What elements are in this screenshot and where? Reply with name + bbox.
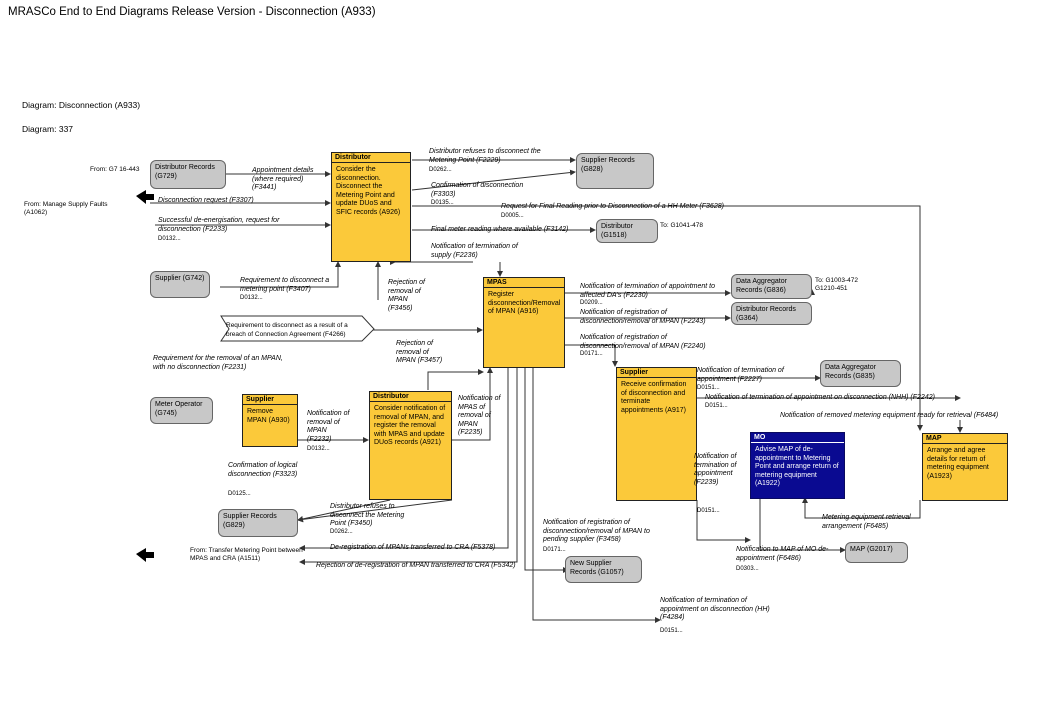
flow-code: D0171... <box>580 351 603 357</box>
role-label: Distributor <box>370 392 451 402</box>
flow-label: Rejection of removal of MPAN (F3456) <box>388 279 425 312</box>
external-data-aggregator-g836[interactable]: Data Aggregator Records (G836) <box>731 274 812 299</box>
flow-code: D0151... <box>697 385 720 391</box>
process-distributor-a921[interactable]: Distributor Consider notification of rem… <box>369 391 452 500</box>
flow-code: D0125... <box>228 491 251 497</box>
flow-label: Notification of registration of disconne… <box>580 334 706 350</box>
external-supplier-records-g828[interactable]: Supplier Records (G828) <box>576 153 654 189</box>
flow-label: Distributor refuses to disconnect the Me… <box>330 503 405 527</box>
flow-label: Appointment details (where required) (F3… <box>252 167 314 191</box>
flow-label: Notification of termination of appointme… <box>705 394 935 401</box>
role-label: Supplier <box>617 368 696 378</box>
process-name: Arrange and agree details for return of … <box>927 447 989 480</box>
role-label: MPAS <box>484 278 564 288</box>
process-mpas-a916[interactable]: MPAS Register disconnection/Removal of M… <box>483 277 565 368</box>
flow-label: Rejection of de-registration of MPAN tra… <box>316 562 516 569</box>
process-supplier-a917[interactable]: Supplier Receive confirmation of disconn… <box>616 367 697 501</box>
diagram-name: Diagram: Disconnection (A933) <box>22 100 141 110</box>
process-name: Receive confirmation of disconnection an… <box>621 381 687 414</box>
flow-label: Notification of termination of appointme… <box>697 367 784 383</box>
flow-label: Notification of registration of disconne… <box>543 519 650 543</box>
flow-code: D0132... <box>158 236 181 242</box>
process-name: Consider the disconnection. Disconnect t… <box>336 166 401 216</box>
external-map-g2017[interactable]: MAP (G2017) <box>845 542 908 563</box>
process-name: Register disconnection/Removal of MPAN (… <box>488 291 561 315</box>
role-label: MAP <box>923 434 1007 444</box>
flow-code: D0171... <box>543 547 566 553</box>
process-supplier-a930[interactable]: Supplier Remove MPAN (A930) <box>242 394 298 447</box>
process-distributor-a926[interactable]: Distributor Consider the disconnection. … <box>331 152 411 262</box>
external-distributor-records-g364[interactable]: Distributor Records (G364) <box>731 302 812 325</box>
external-meter-operator-g745[interactable]: Meter Operator (G745) <box>150 397 213 424</box>
flow-label: Request for Final Reading prior to Disco… <box>501 203 724 210</box>
flow-label: Rejection of removal of MPAN (F3457) <box>396 340 443 364</box>
flow-code: D0262... <box>330 529 353 535</box>
flow-label: De-registration of MPANs transferred to … <box>330 544 496 551</box>
flow-label: Disconnection request (F3307) <box>158 197 254 204</box>
role-label: MO <box>751 433 844 443</box>
flow-label: Notification of termination of appointme… <box>660 597 770 621</box>
flow-label: Notification of removed metering equipme… <box>780 412 999 419</box>
flow-code: D0005... <box>501 213 524 219</box>
flow-label: Distributor refuses to disconnect the Me… <box>429 148 541 164</box>
window-title: MRASCo End to End Diagrams Release Versi… <box>8 6 376 18</box>
flow-label: Requirement to disconnect a metering poi… <box>240 277 330 293</box>
diagram-number: Diagram: 337 <box>22 124 74 134</box>
flow-label: Notification of removal of MPAN (F2232) <box>307 410 350 443</box>
flow-code: D0132... <box>240 295 263 301</box>
external-supplier-records-g829[interactable]: Supplier Records (G829) <box>218 509 298 537</box>
external-supplier-g742[interactable]: Supplier (G742) <box>150 271 210 298</box>
flow-label: Notification of MPAS of removal of MPAN … <box>458 395 501 436</box>
process-name: Remove MPAN (A930) <box>247 408 290 424</box>
to-label: To: G1003-472 G1210-451 <box>815 277 859 292</box>
external-distributor-records-g729[interactable]: Distributor Records (G729) <box>150 160 226 189</box>
flow-label: Confirmation of logical disconnection (F… <box>228 462 298 478</box>
flow-label: Notification to MAP of MO de-appointment… <box>736 546 829 562</box>
callout-requirement: Requirement to disconnect as a result of… <box>226 322 348 338</box>
from-label: From: Transfer Metering Point between MP… <box>190 547 303 562</box>
flow-label: Notification of termination of appointme… <box>580 283 716 299</box>
flow-label: Metering equipment retrieval arrangement… <box>822 514 911 530</box>
to-label: To: G1041-478 <box>660 222 704 229</box>
flow-code: D0303... <box>736 566 759 572</box>
flow-code: D0262... <box>429 167 452 173</box>
flow-label: Final meter reading where available (F31… <box>431 226 569 233</box>
process-map-a1923[interactable]: MAP Arrange and agree details for return… <box>922 433 1008 501</box>
process-mo-a1922[interactable]: MO Advise MAP of de-appointment to Meter… <box>750 432 845 499</box>
flow-code: D0151... <box>705 403 728 409</box>
flow-code: D0151... <box>660 628 683 634</box>
role-label: Supplier <box>243 395 297 405</box>
flow-label: Confirmation of disconnection (F3303) <box>431 182 524 198</box>
flow-code: D0132... <box>307 446 330 452</box>
flow-code: D0135... <box>431 200 454 206</box>
process-name: Consider notification of removal of MPAN… <box>374 405 446 446</box>
flow-label: Notification of registration of disconne… <box>580 309 706 325</box>
flow-code: D0209... <box>580 300 603 306</box>
flow-label: Requirement for the removal of an MPAN, … <box>153 355 283 371</box>
flow-label: Successful de-energisation, request for … <box>158 217 280 233</box>
flow-code: D0151... <box>697 508 720 514</box>
flow-label: Notification of termination of appointme… <box>694 453 737 486</box>
from-label: From: G7 16-443 <box>90 166 140 173</box>
external-data-aggregator-g835[interactable]: Data Aggregator Records (G835) <box>820 360 901 387</box>
external-distributor-g1518[interactable]: Distributor (G1518) <box>596 219 658 243</box>
flow-label: Notification of termination of supply (F… <box>431 243 518 259</box>
from-label: From: Manage Supply Faults (A1062) <box>24 201 108 216</box>
role-label: Distributor <box>332 153 410 163</box>
process-name: Advise MAP of de-appointment to Metering… <box>755 446 839 487</box>
external-new-supplier-g1057[interactable]: New Supplier Records (G1057) <box>565 556 642 583</box>
